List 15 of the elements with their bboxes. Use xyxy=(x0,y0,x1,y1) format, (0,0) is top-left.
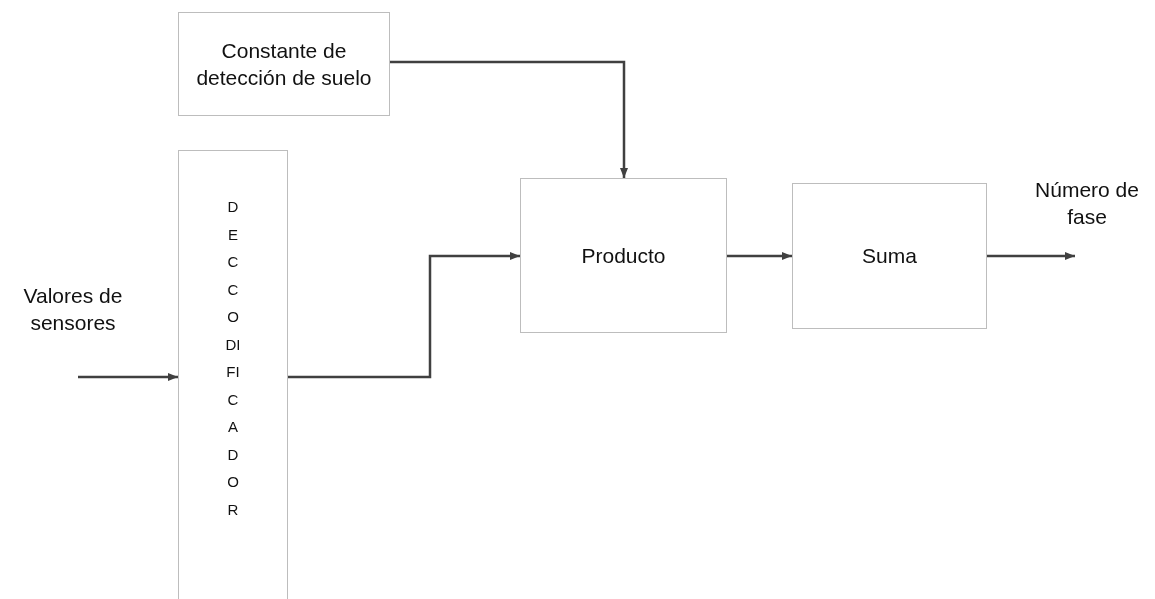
process-box xyxy=(178,12,390,116)
box-label: Constante de detección de suelo xyxy=(195,37,373,91)
arrow xyxy=(288,252,520,379)
process-box xyxy=(520,178,727,333)
box-label: Suma xyxy=(862,243,917,270)
io-label: Valores de sensores xyxy=(22,283,124,337)
arrow xyxy=(987,252,1075,260)
arrow xyxy=(727,252,792,260)
process-box xyxy=(792,183,987,329)
box-label: DECCODIFICADOR xyxy=(225,197,241,520)
arrow xyxy=(78,373,178,381)
box-label: Producto xyxy=(581,242,666,269)
process-box xyxy=(178,150,288,599)
arrow xyxy=(390,60,628,178)
io-label: Número de fase xyxy=(1034,177,1140,231)
